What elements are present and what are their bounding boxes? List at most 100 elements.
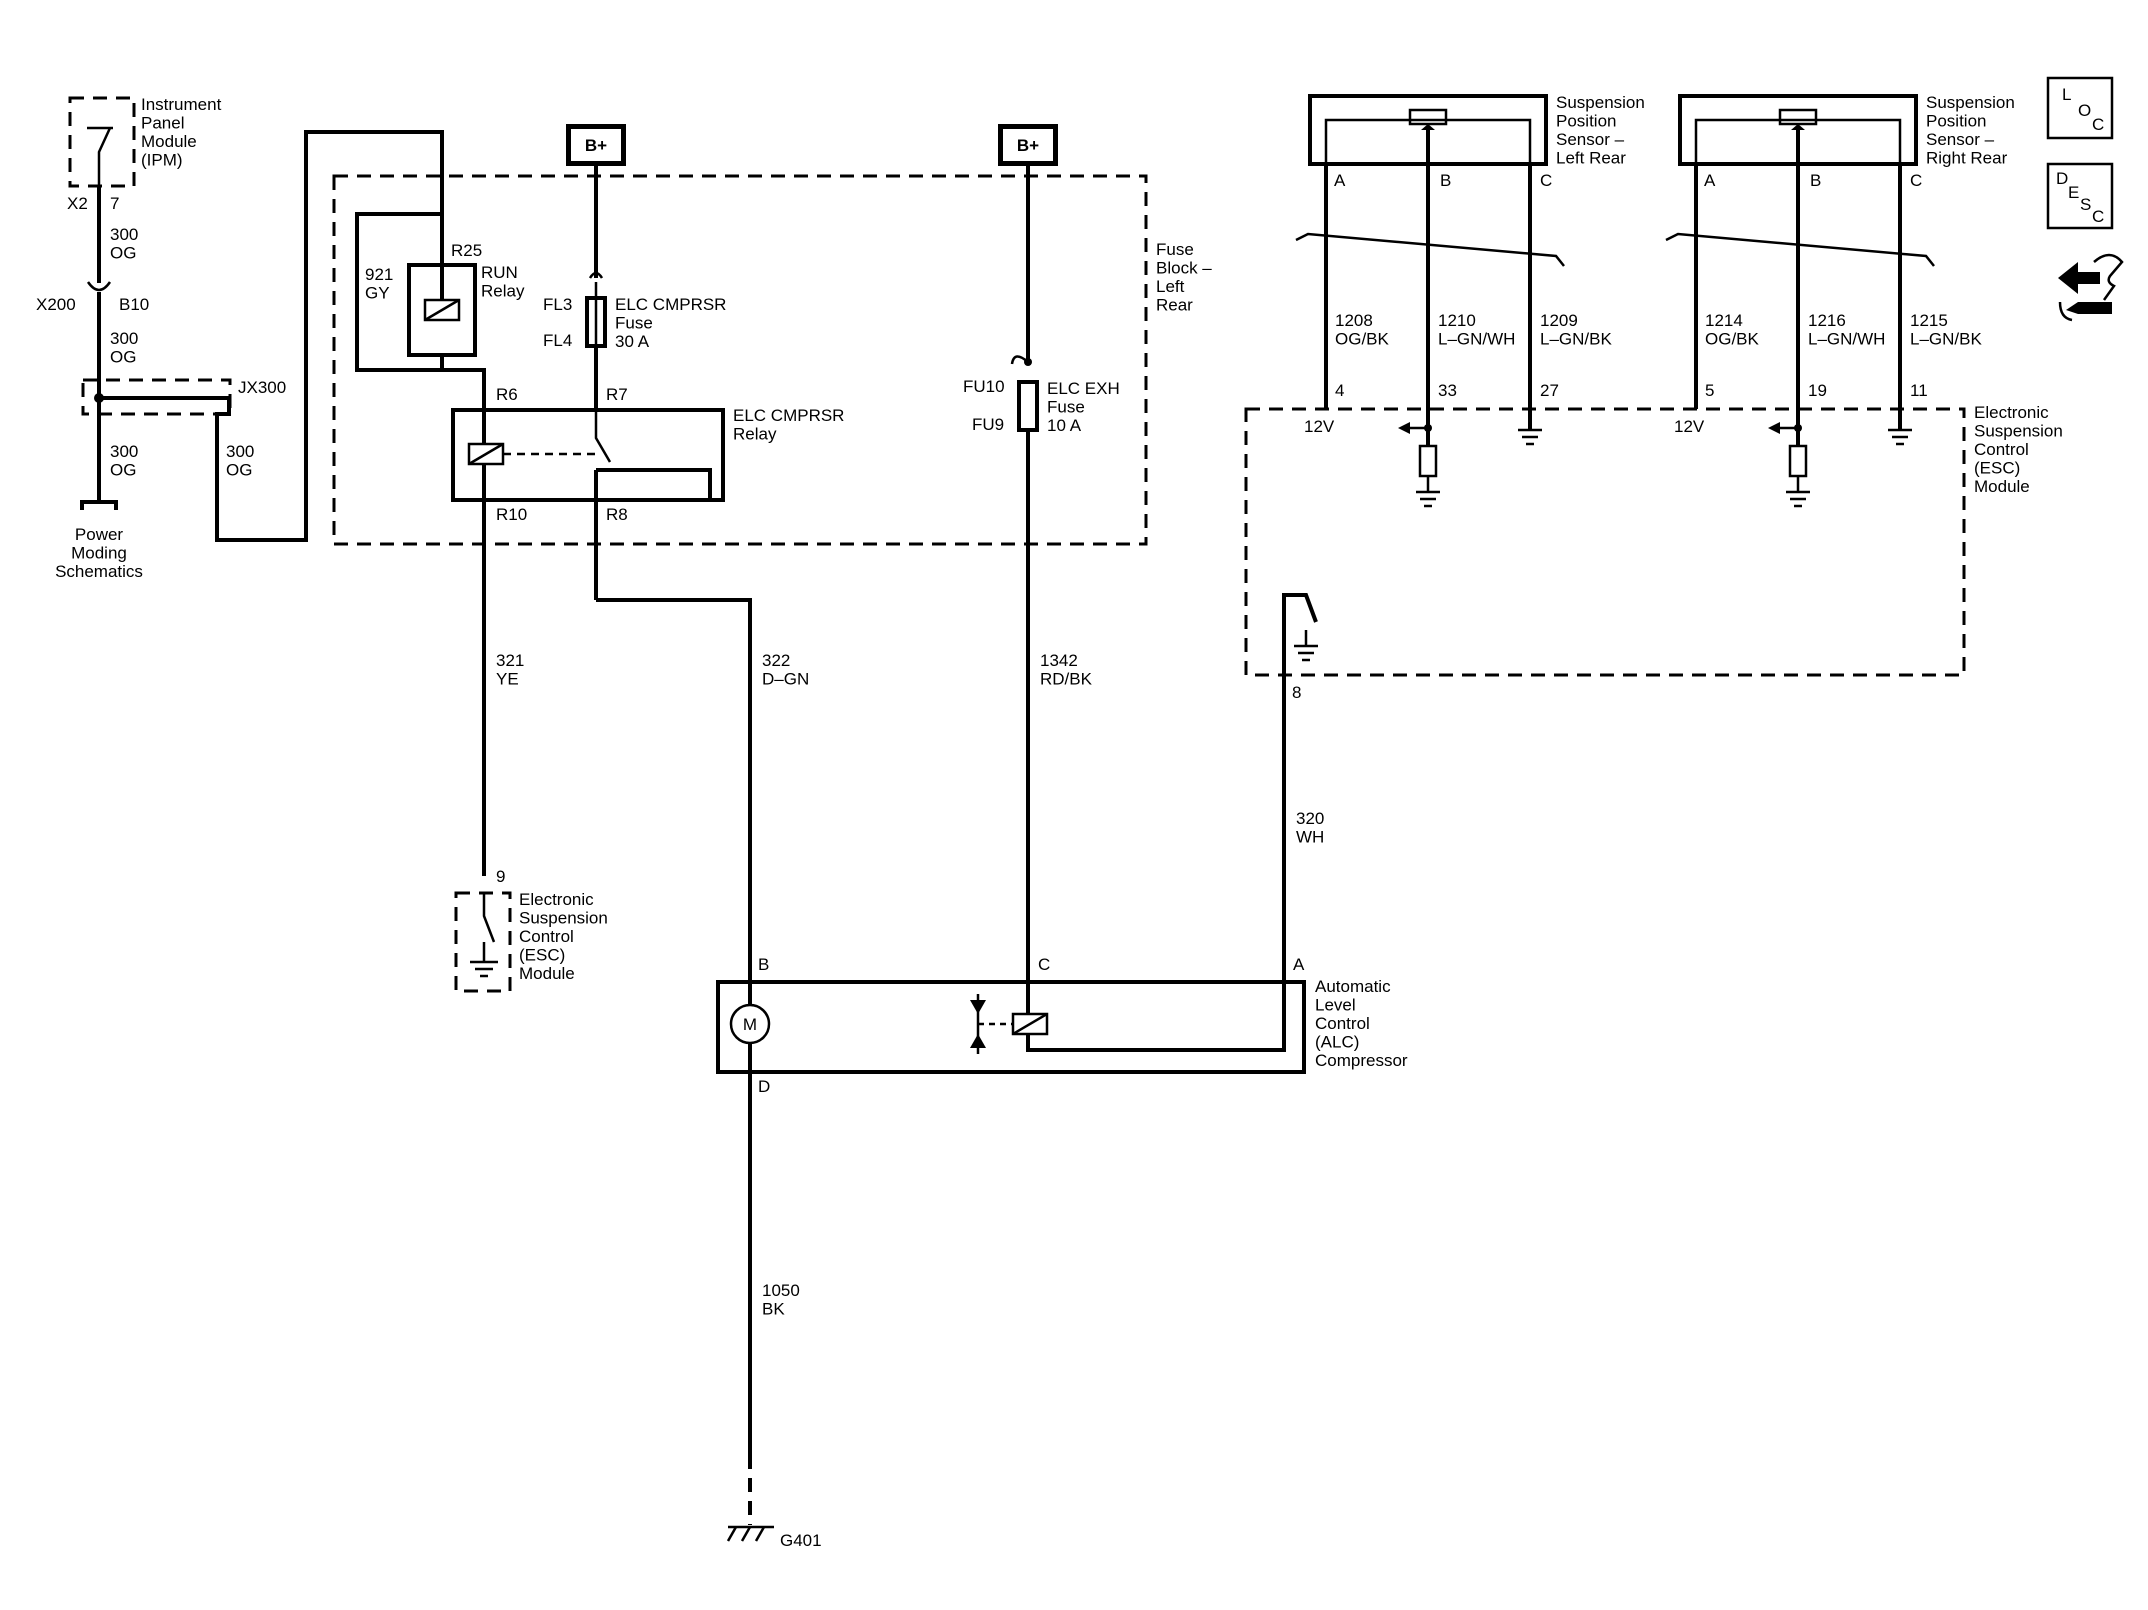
label-line: RD/BK	[1040, 670, 1093, 689]
label-line: 300	[110, 442, 138, 461]
lr-12v-label: 12V	[1304, 417, 1335, 436]
label-line: Electronic	[519, 890, 594, 909]
label-line: Suspension	[519, 909, 608, 928]
svg-text:B+: B+	[1017, 136, 1039, 155]
elc-cmprsr-relay	[451, 408, 725, 502]
label-line: 1209	[1540, 311, 1578, 330]
rr-pullup-resistor	[1768, 422, 1810, 508]
label-line: ELC EXH	[1047, 379, 1120, 398]
label-line: 300	[110, 329, 138, 348]
battery-positive-left: B+	[566, 124, 626, 166]
label-line: Level	[1315, 996, 1356, 1015]
label-line: Fuse	[615, 314, 653, 333]
alc-pin-c: C	[1038, 955, 1050, 974]
esc-lower-block	[454, 891, 512, 993]
label-line: D–GN	[762, 670, 809, 689]
label-line: ELC CMPRSR	[615, 295, 726, 314]
fuse-block-left-rear	[332, 174, 1148, 546]
motor-icon: M	[729, 1003, 771, 1045]
elc-cmprsr-fuse	[585, 282, 607, 350]
label-line: 1214	[1705, 311, 1743, 330]
fu10-pin: FU10	[963, 377, 1005, 396]
r10-pin: R10	[496, 505, 527, 524]
svg-text:O: O	[2078, 101, 2091, 120]
svg-text:B+: B+	[585, 136, 607, 155]
wire-300-to-run-relay	[215, 130, 444, 542]
fu10-connector-symbol	[1010, 355, 1029, 365]
label-line: 1210	[1438, 311, 1476, 330]
wire-relay-contact	[594, 468, 712, 600]
x2-pin: 7	[110, 194, 119, 213]
label-line: Instrument	[141, 95, 222, 114]
label-line: 1216	[1808, 311, 1846, 330]
label-line: OG/BK	[1335, 330, 1390, 349]
rr-12v-label: 12V	[1674, 417, 1705, 436]
label-line: OG/BK	[1705, 330, 1760, 349]
label-line: 320	[1296, 809, 1324, 828]
label-line: Compressor	[1315, 1051, 1408, 1070]
label-line: Fuse	[1156, 240, 1194, 259]
svg-text:C: C	[2092, 207, 2104, 226]
label-line: RUN	[481, 263, 518, 282]
label-line: 1208	[1335, 311, 1373, 330]
svg-text:E: E	[2068, 183, 2079, 202]
label-line: YE	[496, 670, 519, 689]
label-line: Position	[1556, 112, 1616, 131]
x200-connector-symbol	[86, 281, 112, 292]
label-line: (IPM)	[141, 151, 183, 170]
ipm-block	[68, 96, 136, 188]
esc-upper-module	[1244, 407, 1966, 677]
label-line: BK	[762, 1300, 785, 1319]
fl4-pin: FL4	[543, 331, 572, 350]
label-line: Relay	[733, 425, 777, 444]
r6-pin: R6	[496, 385, 518, 404]
svg-text:L: L	[2062, 85, 2071, 104]
jx300-label: JX300	[238, 378, 286, 397]
label-line: (ESC)	[519, 946, 565, 965]
fl3-pin: FL3	[543, 295, 572, 314]
cmprsr-relay-coil	[467, 442, 595, 466]
lr-pin-b: B	[1440, 171, 1451, 190]
label-line: OG	[110, 461, 136, 480]
connector-view-icon[interactable]	[2058, 253, 2124, 322]
rr-harness-break	[1665, 232, 1935, 267]
lr-ground-symbol	[1518, 428, 1542, 446]
rr-pin-c: C	[1910, 171, 1922, 190]
label-line: 921	[365, 265, 393, 284]
b10-pin: B10	[119, 295, 149, 314]
power-moding-connector	[80, 500, 118, 510]
label-line: OG	[226, 461, 252, 480]
label-line: Module	[1974, 477, 2030, 496]
esc-pin-27: 27	[1540, 381, 1559, 400]
loc-icon[interactable]: L O C	[2046, 76, 2114, 140]
alc-pin-b: B	[758, 955, 769, 974]
alc-compressor	[716, 980, 1306, 1074]
label-line: Left Rear	[1556, 149, 1626, 168]
label-line: (ESC)	[1974, 459, 2020, 478]
alc-pin-d: D	[758, 1077, 770, 1096]
wire-322	[596, 598, 752, 982]
r8-pin: R8	[606, 505, 628, 524]
esc-pin-9: 9	[496, 867, 505, 886]
label-line: 300	[110, 225, 138, 244]
alc-pin-a: A	[1293, 955, 1305, 974]
exhaust-solenoid	[970, 994, 1049, 1054]
desc-icon[interactable]: D E S C	[2046, 162, 2114, 230]
label-line: Sensor –	[1926, 130, 1995, 149]
label-line: Control	[1315, 1014, 1370, 1033]
label-line: Rear	[1156, 296, 1193, 315]
